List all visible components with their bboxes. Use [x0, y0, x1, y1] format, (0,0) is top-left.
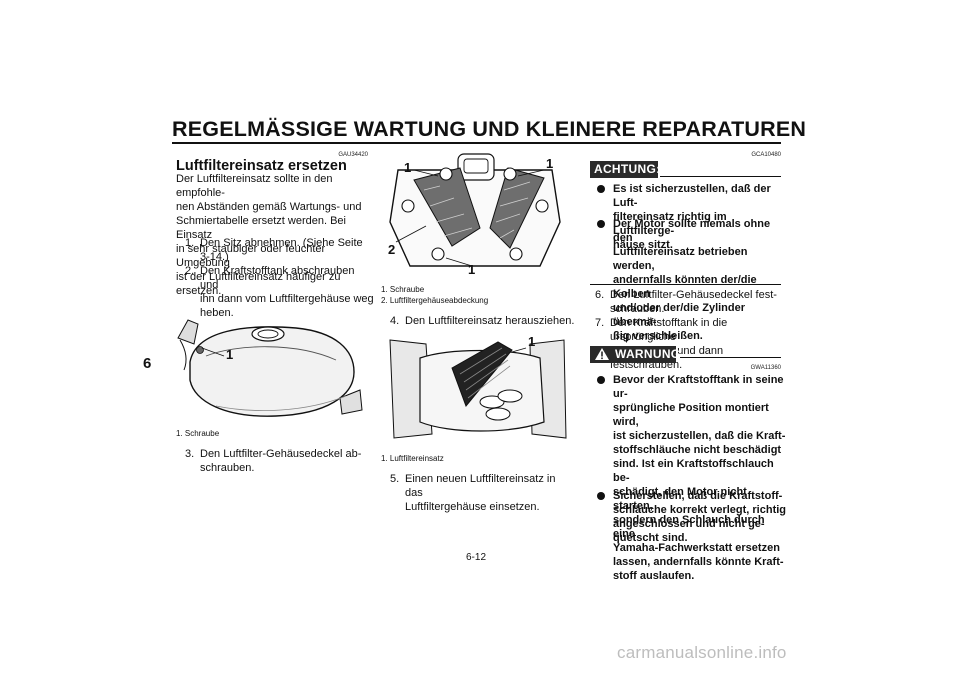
step-text: schrauben.	[610, 303, 665, 315]
warning-text: stoff auslaufen.	[613, 570, 695, 582]
fuel-tank-figure: 1	[176, 310, 366, 422]
warning-text: sind. Ist ein Kraftstoffschlauch be-	[613, 458, 774, 484]
bullet-icon	[597, 376, 605, 384]
step-number: 4.	[390, 315, 400, 327]
step-text: heben.	[200, 307, 234, 319]
figure2-caption: 1. Luftfiltereinsatz	[381, 454, 444, 463]
section-code: GAU34420	[338, 152, 368, 158]
caution-text: ßig verschleißen.	[613, 330, 703, 342]
step-text: Luftfiltergehäuse einsetzen.	[405, 501, 540, 513]
step-text: ihn dann vom Luftfiltergehäuse weg	[200, 293, 374, 305]
warning-text: Yamaha-Fachwerkstatt ersetzen	[613, 542, 780, 554]
step-number: 2.	[185, 265, 195, 277]
step-number: 3.	[185, 448, 195, 460]
figure1-callout: 1	[468, 262, 476, 277]
step-4: 4. Den Luftfiltereinsatz herausziehen.	[390, 314, 575, 328]
caution-bullet: Der Motor sollte niemals ohne den Luftfi…	[597, 217, 783, 342]
warning-text: sondern den Schlauch durch eine	[613, 514, 765, 540]
caution-label: ACHTUNG:	[590, 161, 660, 178]
step-text: Den Luftfiltereinsatz herausziehen.	[405, 315, 575, 327]
header-rule	[172, 142, 781, 144]
step-number: 1.	[185, 237, 195, 249]
figure2-callout: 1	[528, 334, 536, 349]
intro-paragraph: Der Luftfiltereinsatz sollte in den empf…	[176, 172, 376, 298]
intro-line: Der Luftfiltereinsatz sollte in den empf…	[176, 173, 333, 199]
figure1-caption: 1. Schraube	[381, 285, 425, 294]
step-text: Den Sitz abnehmen. (Siehe Seite	[200, 237, 363, 249]
step-6: 6. Den Luftfilter-Gehäusedeckel fest- sc…	[595, 288, 785, 316]
step-text: Den Luftfilter-Gehäusedeckel fest-	[610, 289, 777, 301]
bullet-icon	[597, 492, 605, 500]
warning-text: schläuche korrekt verlegt, richtig	[613, 504, 787, 516]
filter-element-illustration	[389, 339, 567, 439]
warning-label-text: WARNUNG	[615, 347, 681, 361]
step-1: 1. Den Sitz abnehmen. (Siehe Seite 3-14.…	[185, 236, 375, 264]
chapter-tab: 6	[143, 355, 152, 372]
warning-triangle-icon	[595, 348, 609, 360]
step-3: 3. Den Luftfilter-Gehäusedeckel ab- schr…	[185, 447, 375, 475]
warning-text: ist sicherzustellen, daß die Kraft-	[613, 430, 786, 442]
step-number: 6.	[595, 289, 605, 301]
caution-end-rule	[590, 284, 781, 285]
figure-caption: 1. Schraube	[176, 429, 220, 438]
section-heading: Luftfiltereinsatz ersetzen	[176, 158, 347, 174]
watermark: carmanualsonline.info	[617, 643, 787, 662]
caution-text: Es ist sicherzustellen, daß der Luft-	[613, 183, 771, 209]
step-5: 5. Einen neuen Luftfiltereinsatz in das …	[390, 472, 575, 513]
caution-text: und/oder der/die Zylinder übermä-	[613, 302, 746, 328]
warning-text: schädigt, den Motor nicht starten,	[613, 486, 747, 512]
fuel-tank-illustration	[177, 319, 363, 417]
step-2: 2. Den Kraftstofftank abschrauben und ih…	[185, 264, 375, 319]
warning-text: stoffschläuche nicht beschädigt	[613, 444, 782, 456]
warning-label: WARNUNG	[590, 346, 680, 363]
caution-text: filtereinsatz richtig im Luftfilterge-	[613, 211, 727, 237]
intro-line: nen Abständen gemäß Wartungs- und	[176, 201, 362, 213]
caution-text: Luftfiltereinsatz betrieben werden,	[613, 246, 748, 272]
step-text: Einen neuen Luftfiltereinsatz in das	[405, 473, 556, 499]
figure1-callout: 2	[388, 242, 396, 257]
warning-rule	[680, 357, 781, 358]
caution-rule	[660, 176, 781, 177]
figure1-callout: 1	[546, 156, 554, 171]
warning-bullet: Sicherstellen, daß die Kraftstoff- schlä…	[597, 489, 787, 547]
filter-element-figure: 1	[380, 334, 570, 446]
caution-code: GCA10480	[751, 152, 781, 158]
bullet-icon	[597, 220, 605, 228]
step-7: 7. Den Kraftstofftank in die ursprünglic…	[595, 316, 790, 371]
step-text: Den Kraftstofftank abschrauben und	[200, 265, 355, 291]
page-number: 6-12	[466, 552, 487, 563]
warning-text: angeschlossen und nicht ge-	[613, 518, 765, 530]
air-filter-cover-illustration	[389, 153, 561, 267]
warning-text: Bevor der Kraftstofftank in seine ur-	[613, 374, 784, 400]
step-number: 5.	[390, 473, 400, 485]
figure1-callout: 1	[404, 160, 412, 175]
step-text: Den Kraftstofftank in die ursprüngliche	[610, 317, 728, 343]
warning-text: quetscht sind.	[613, 532, 688, 544]
warning-text: Sicherstellen, daß die Kraftstoff-	[613, 490, 783, 502]
warning-code: GWA11360	[750, 365, 781, 371]
intro-line: ist der Luftfiltereinsatz häufiger zu er…	[176, 271, 341, 297]
air-filter-cover-figure: 1 1 2 1	[380, 150, 570, 278]
step-text: schrauben.	[200, 462, 255, 474]
intro-line: in sehr staubiger oder feuchter Umgebung	[176, 243, 326, 269]
step-text: 3-14.)	[200, 251, 229, 263]
bullet-icon	[597, 185, 605, 193]
figure1-caption: 2. Luftfiltergehäuseabdeckung	[381, 296, 489, 305]
page-title: REGELMÄSSIGE WARTUNG UND KLEINERE REPARA…	[172, 117, 807, 141]
figure-callout: 1	[226, 347, 234, 362]
caution-text: häuse sitzt.	[613, 239, 673, 251]
caution-text: Der Motor sollte niemals ohne den	[613, 218, 771, 244]
caution-bullet: Es ist sicherzustellen, daß der Luft- fi…	[597, 182, 783, 251]
warning-text: lassen, andernfalls könnte Kraft-	[613, 556, 784, 568]
warning-bullet: Bevor der Kraftstofftank in seine ur- sp…	[597, 373, 787, 582]
intro-line: Schmiertabelle ersetzt werden. Bei Einsa…	[176, 215, 346, 241]
warning-text: sprüngliche Position montiert wird,	[613, 402, 769, 428]
step-number: 7.	[595, 317, 605, 329]
step-text: Den Luftfilter-Gehäusedeckel ab-	[200, 448, 362, 460]
caution-text: andernfalls könnten der/die Kolben	[613, 274, 757, 300]
